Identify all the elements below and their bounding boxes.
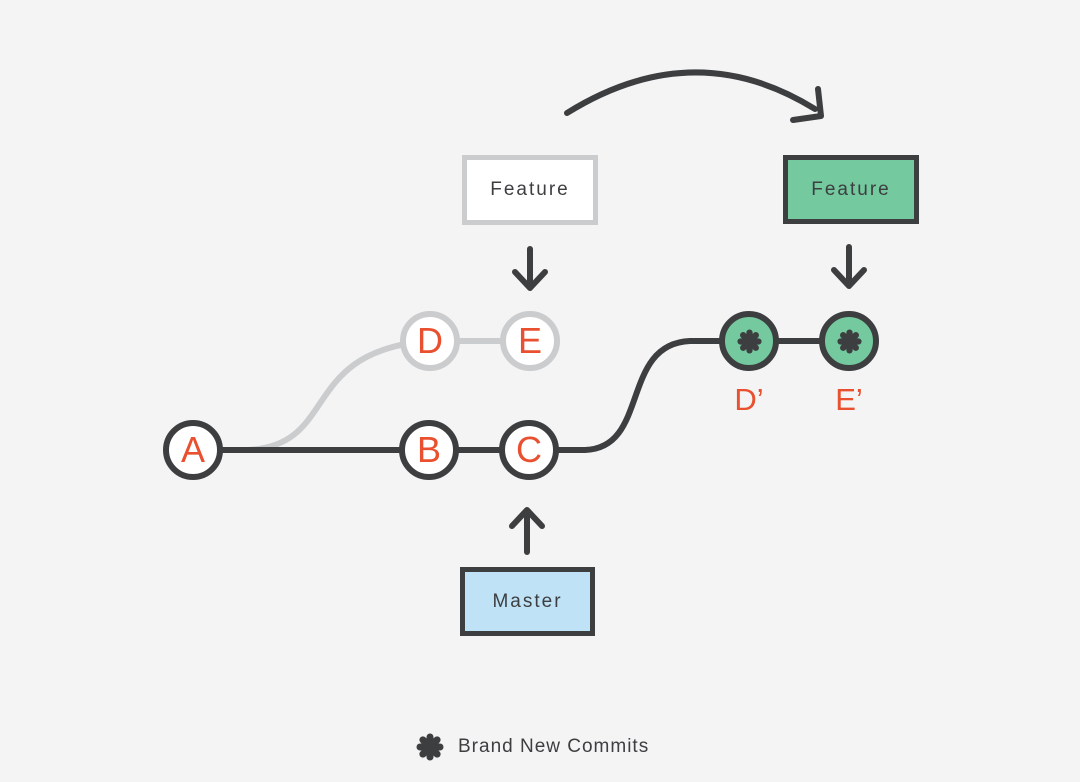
rebase-arc-arrow-icon [564, 69, 824, 123]
commit-node-b: B [399, 420, 459, 480]
master-branch-box: Master [460, 567, 595, 636]
commit-letter: A [180, 429, 205, 470]
feature-old-branch-box: Feature [462, 155, 598, 225]
master-arrow-up-icon [509, 507, 545, 555]
commit-node-a: A [163, 420, 223, 480]
commit-node-d-prime [719, 311, 779, 371]
commit-label-e-prime: E’ [835, 382, 863, 417]
feature-new-arrow-down-icon [831, 244, 867, 289]
old-feature-branch-curve [245, 338, 431, 453]
commit-node-d-old: D [400, 311, 460, 371]
commit-letter: E [517, 320, 542, 361]
feature-new-branch-label: Feature [811, 178, 891, 200]
new-commit-asterisk-icon [736, 328, 762, 354]
commit-node-e-old: E [500, 311, 560, 371]
new-commit-asterisk-icon [836, 328, 862, 354]
feature-old-arrow-down-icon [512, 246, 548, 291]
commit-letter: D [417, 320, 443, 361]
legend: Brand New Commits [416, 733, 649, 761]
commit-node-e-prime [819, 311, 879, 371]
main-and-rebased-branch-line [190, 338, 852, 453]
legend-label: Brand New Commits [458, 736, 650, 757]
master-branch-label: Master [492, 590, 563, 612]
feature-new-branch-box: Feature [783, 155, 919, 224]
feature-old-branch-label: Feature [490, 179, 570, 200]
commit-node-c: C [499, 420, 559, 480]
new-commit-asterisk-icon [416, 733, 444, 761]
commit-label-d-prime: D’ [734, 382, 764, 417]
commit-letter: C [516, 429, 542, 470]
commit-letter: B [416, 429, 441, 470]
